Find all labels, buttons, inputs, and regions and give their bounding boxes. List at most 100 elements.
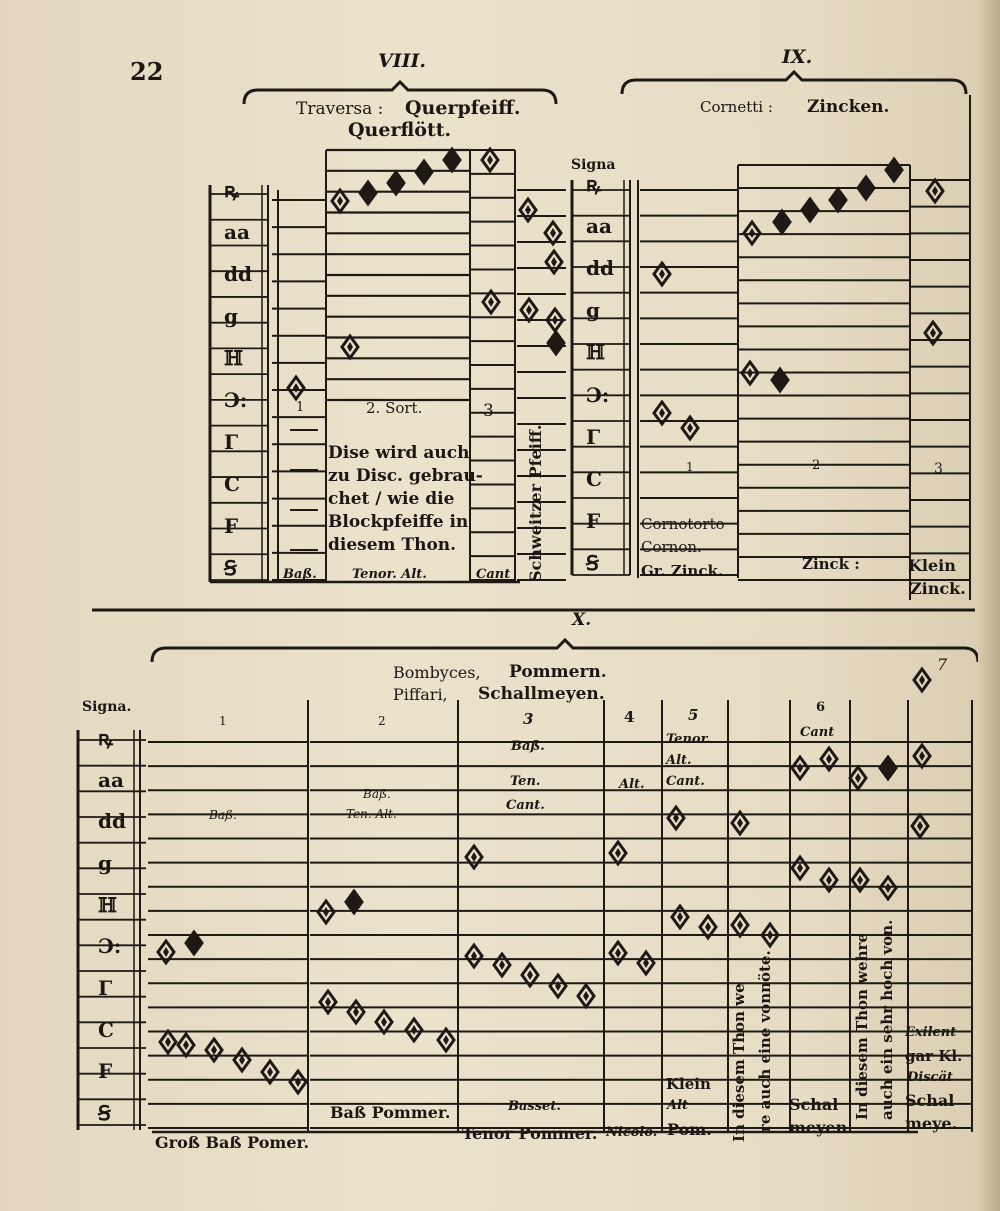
page-edge [978,0,1000,1211]
diamond-note [204,1036,224,1064]
diamond-note [414,158,434,186]
diamond-note [850,866,870,894]
diamond-note-core [643,958,649,968]
section-x-col5-label3: Cant. [666,774,705,789]
diamond-note [340,333,360,361]
section-ix-title-latin: Cornetti : [700,98,773,116]
section-ix-num-1: 1 [686,460,694,474]
diamond-note [910,812,930,840]
diamond-note-core [267,1067,273,1077]
diamond-note [848,764,868,792]
section-viii-sort-3: 3 [483,401,494,421]
diamond-note [404,1016,424,1044]
diamond-note-core [183,1040,189,1050]
section-ix-num-3: 3 [934,461,943,477]
diamond-note-core [673,813,679,823]
diamond-note-core [705,922,711,932]
clef-sign: Γ [98,976,113,1000]
diamond-note-core [737,818,743,828]
diamond-note [636,949,656,977]
section-x-label-klein: Klein [666,1075,711,1093]
section-x-vertical-2b: auch ein sehr hoch von. [878,919,896,1120]
diamond-note [652,399,672,427]
diamond-note-core [552,315,558,325]
section-ix-zinck: Zinck : [802,555,860,573]
diamond-note-core [163,947,169,957]
diamond-note-core [471,951,477,961]
clef-sign: Ɔ: [98,934,122,959]
section-x-label-pom: Pom. [667,1120,712,1139]
section-x-title-latin-1: Bombyces, [393,663,481,682]
diamond-note-core [932,186,938,196]
diamond-note-core [857,875,863,885]
diamond-note [652,260,672,288]
diamond-note [760,921,780,949]
clef-sign: F [98,1059,113,1084]
section-x-vertical-1b: re auch eine vonnöte. [756,950,774,1132]
diamond-note [156,938,176,966]
section-x-col3-label1: Baß. [511,739,545,754]
diamond-note-core [211,1045,217,1055]
section-ix-klein-zinck: Zinck. [910,579,966,598]
section-x-label-schal1: Schal [789,1095,839,1114]
diamond-note [923,319,943,347]
diamond-note [374,1008,394,1036]
section-x-col3-label2: Ten. [510,774,541,789]
diamond-note [544,248,564,276]
diamond-note-core [677,912,683,922]
diamond-note-core [525,205,531,215]
section-x-title-german-1: Pommern. [509,662,607,682]
diamond-note-core [917,821,923,831]
section-viii-title-line2: Querflött. [348,119,452,141]
diamond-note-core [555,981,561,991]
diamond-note-core [749,228,755,238]
diamond-note-core [165,1037,171,1047]
diamond-note [464,843,484,871]
section-viii-title-german: Querpfeiff. [405,97,521,119]
clef-sign: ℍ [98,892,117,917]
section-ix-cornotorto: Cornotorto [641,515,725,533]
diamond-note-core [930,328,936,338]
section-viii-note-line: diesem Thon. [328,535,457,555]
diamond-note-core [411,1025,417,1035]
section-x-label-gross-bass: Groß Baß Pomer. [155,1133,310,1152]
diamond-note [608,839,628,867]
diamond-note [520,961,540,989]
clef-sign: aa [98,767,124,792]
diamond-note-core [583,991,589,1001]
section-x-label-gar-kl: gar Kl. [905,1047,963,1065]
diamond-note [576,982,596,1010]
diamond-note-core [295,1077,301,1087]
diamond-note-core [323,907,329,917]
diamond-note-core [443,1035,449,1045]
clef-sign: ℍ [224,346,243,370]
section-x-label-bass-pommer: Baß Pommer. [330,1103,451,1122]
clef-sign: Ꞩ [98,1101,111,1125]
diamond-note-core [855,773,861,783]
diamond-note-core [659,408,665,418]
diamond-note-core [488,297,494,307]
section-ix-title-german: Zincken. [807,97,890,117]
diamond-note-core [381,1017,387,1027]
diamond-note [184,929,204,957]
diamond-note [666,804,686,832]
section-viii-numeral: VIII. [378,50,427,72]
diamond-note [742,219,762,247]
diamond-note [330,187,350,215]
section-x-label-meyen: meyen [789,1118,848,1137]
diamond-note [358,179,378,207]
section-x-col5-label2: Alt. [666,753,692,768]
diamond-note [790,854,810,882]
diamond-note-core [527,970,533,980]
diamond-note [828,186,848,214]
diamond-note [316,898,336,926]
diamond-note [546,329,566,357]
section-ix-brace [620,69,968,95]
diamond-note-core [797,863,803,873]
clef-sign: dd [224,262,252,286]
section-x-vertical-2a: In diesem Thon wehre [853,933,871,1120]
section-x-label-schal2: Schal [905,1091,955,1110]
section-x-vertical-1a: In diesem Thon we [730,983,748,1142]
section-viii-sort-1: 1 [296,400,305,415]
diamond-note-core [615,948,621,958]
